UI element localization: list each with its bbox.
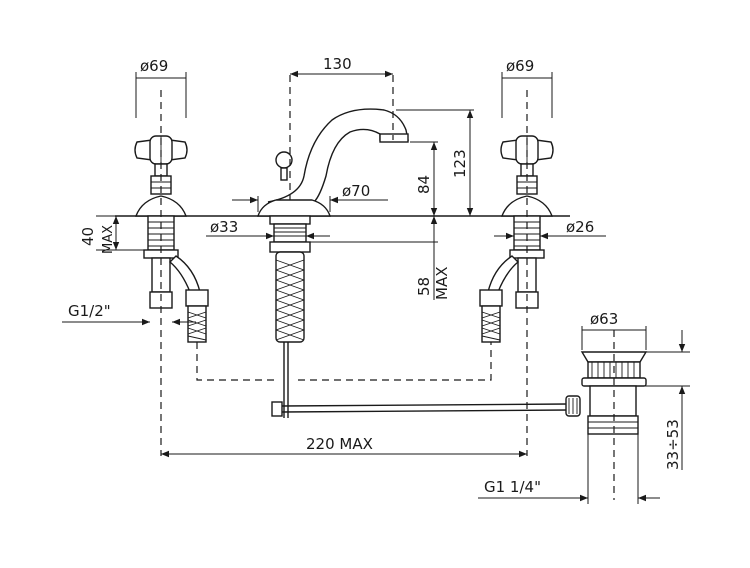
dim-drain-63: ø63 (581, 310, 647, 350)
dim-stem-26-label: ø26 (566, 218, 594, 236)
dim-height-123: 123 (396, 109, 474, 216)
dim-overall-width-label: 220 MAX (306, 435, 373, 453)
right-valve (479, 135, 554, 343)
dim-left-handle-label: ø69 (140, 57, 168, 75)
dim-drain-height-label: 33÷53 (664, 419, 682, 470)
dim-thread-g12: G1/2" (62, 302, 196, 326)
dim-spacing-label: 130 (323, 55, 352, 73)
left-hose-path (196, 342, 276, 381)
dim-deck-58-label: 58 (415, 277, 433, 296)
dim-drain-thread: G1 1/4" (478, 434, 660, 504)
dim-right-handle-label: ø69 (506, 57, 534, 75)
right-hose-path (298, 342, 492, 381)
dim-thickness-40-unit: MAX (101, 225, 116, 254)
dim-stem-33-label: ø33 (210, 218, 238, 236)
dim-left-handle: ø69 (135, 57, 187, 118)
dim-drain-height: 33÷53 (640, 330, 690, 470)
dim-base-70-label: ø70 (342, 182, 370, 200)
dim-base-70: ø70 (232, 182, 388, 212)
dim-drain-thread-label: G1 1/4" (484, 478, 541, 496)
dim-drain-63-label: ø63 (590, 310, 618, 328)
dim-height-123-label: 123 (451, 149, 469, 178)
dim-thickness-40: 40 MAX (79, 215, 148, 254)
dim-deck-58-unit: MAX (433, 267, 451, 300)
dim-height-84-label: 84 (415, 175, 433, 194)
dim-thread-g12-label: G1/2" (68, 302, 111, 320)
hose-hatch (275, 259, 305, 341)
drain-linkage (271, 395, 581, 417)
dim-stem-33: ø33 (206, 218, 330, 240)
dim-right-handle: ø69 (501, 57, 553, 118)
left-valve (134, 135, 209, 343)
dim-overall-width: 220 MAX (161, 435, 527, 458)
dim-deck-58: 58 MAX (310, 216, 451, 300)
spout (257, 108, 409, 418)
dim-height-84: 84 (410, 141, 438, 216)
dim-thickness-40-label: 40 (79, 227, 97, 246)
dim-stem-26: ø26 (494, 218, 606, 240)
dim-spacing: 130 (290, 55, 393, 78)
